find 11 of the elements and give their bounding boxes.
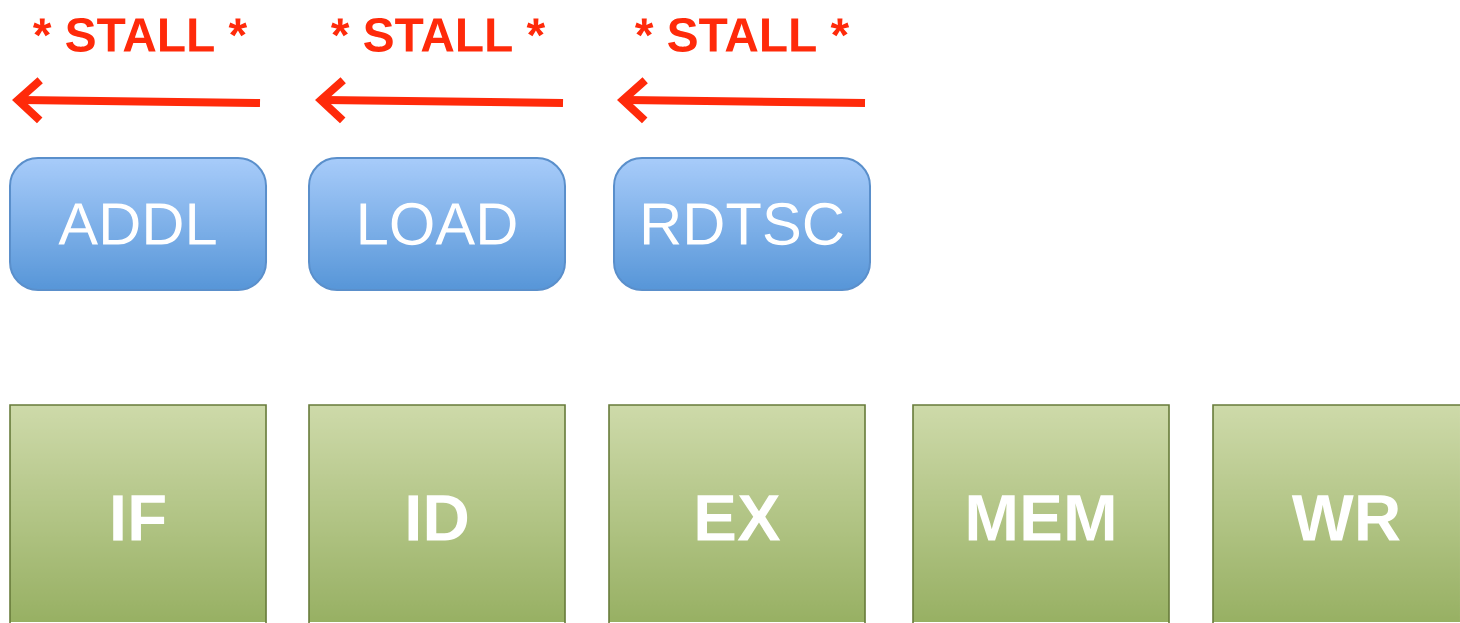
pipeline-stage-box: WR (1212, 404, 1460, 623)
pipeline-stage-box: ID (308, 404, 566, 623)
instruction-box: ADDL (9, 157, 267, 291)
instruction-box: LOAD (308, 157, 566, 291)
instruction-box: RDTSC (613, 157, 871, 291)
pipeline-stage-box: MEM (912, 404, 1170, 623)
pipeline-stage-box: EX (608, 404, 866, 623)
stall-label: * STALL * (331, 18, 546, 52)
stall-label: * STALL * (33, 18, 248, 52)
pipeline-stage-box: IF (9, 404, 267, 623)
stall-label: * STALL * (635, 18, 850, 52)
